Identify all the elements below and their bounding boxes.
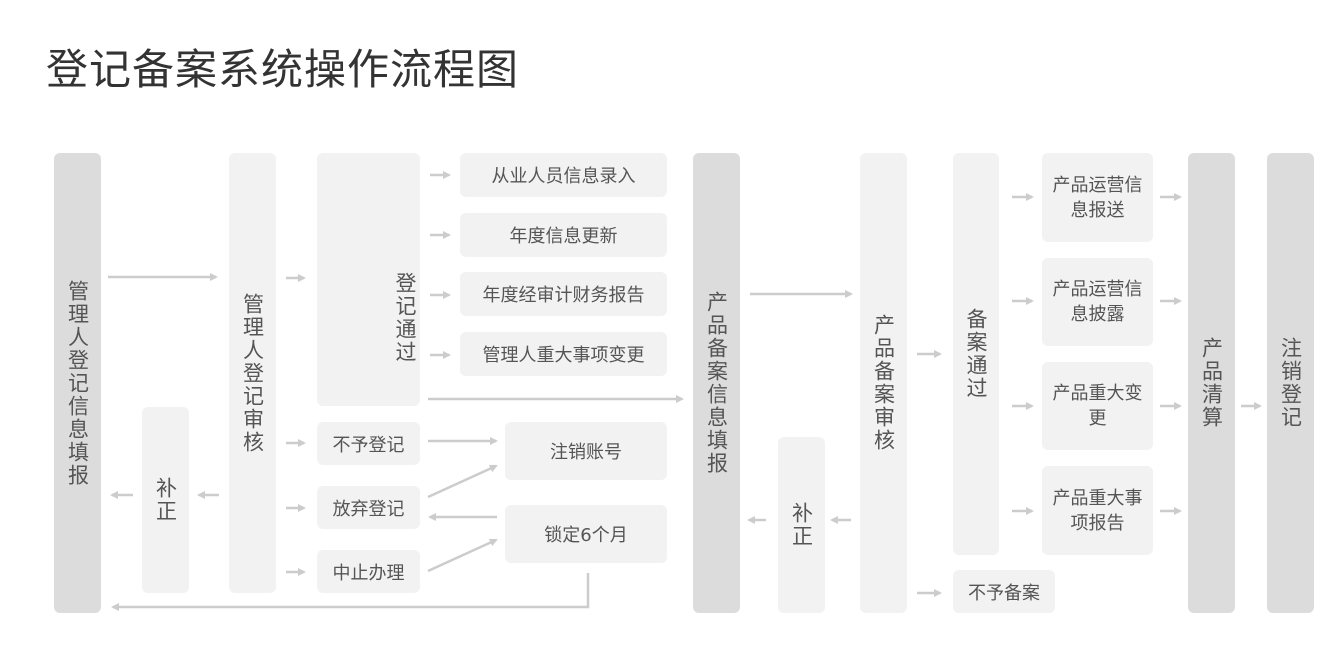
product-fill-box: 产品备案信息填报 <box>693 153 740 613</box>
deregister-box: 注销登记 <box>1267 153 1314 613</box>
lock-box: 锁定6个月 <box>505 505 667 563</box>
product-correct-box: 补正 <box>778 437 825 613</box>
product-item-box: 产品重大事项报告 <box>1042 466 1153 555</box>
manager-review-box: 管理人登记审核 <box>229 153 276 593</box>
page-title: 登记备案系统操作流程图 <box>46 45 520 94</box>
passed-item-box: 年度经审计财务报告 <box>460 272 667 316</box>
cancel-account-box: 注销账号 <box>505 422 667 480</box>
manager-reject-box: 不予登记 <box>317 422 420 465</box>
arrow <box>427 464 498 499</box>
product-review-box: 产品备案审核 <box>860 153 907 613</box>
product-item-box: 产品运营信息报送 <box>1042 153 1153 242</box>
manager-abandon-box: 放弃登记 <box>317 486 420 529</box>
product-liquidation-box: 产品清算 <box>1188 153 1235 613</box>
passed-item-box: 年度信息更新 <box>460 213 667 257</box>
product-item-box: 产品重大变更 <box>1042 362 1153 450</box>
manager-fill-box: 管理人登记信息填报 <box>54 153 101 613</box>
arrow <box>111 573 590 611</box>
product-passed-box: 备案通过 <box>953 153 999 555</box>
manager-passed-box: 登记通过 <box>317 153 420 406</box>
passed-item-box: 从业人员信息录入 <box>460 153 667 197</box>
manager-correct-box: 补正 <box>142 407 189 593</box>
product-item-box: 产品运营信息披露 <box>1042 258 1153 346</box>
manager-suspend-box: 中止办理 <box>317 550 420 593</box>
arrow <box>427 538 498 573</box>
product-reject-box: 不予备案 <box>953 570 1055 613</box>
passed-item-box: 管理人重大事项变更 <box>460 332 667 376</box>
